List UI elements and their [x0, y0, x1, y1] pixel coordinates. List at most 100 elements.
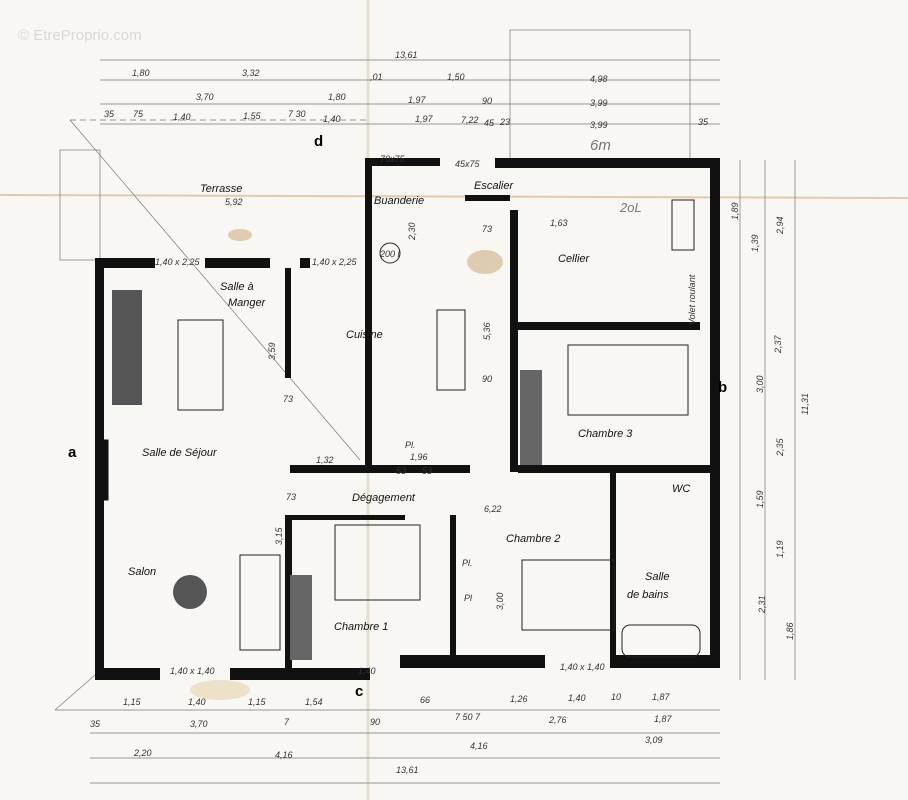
plan-label: 7,22	[461, 115, 479, 125]
dining-table	[177, 319, 224, 411]
sideboard	[112, 290, 142, 405]
plan-label: 45x75	[455, 159, 481, 169]
plan-label: 2,35	[775, 437, 785, 457]
plan-label: 1,40	[188, 697, 206, 707]
plan-label: 5,92	[225, 197, 243, 207]
plan-label: 70x75	[380, 154, 406, 164]
plan-label: 4,98	[590, 74, 608, 84]
plan-label: 2,94	[775, 216, 785, 235]
plan-label: 4,16	[470, 741, 488, 751]
plan-label: 1,87	[654, 714, 673, 724]
room-buanderie: Buanderie	[374, 195, 424, 207]
section-markers: a b c d	[68, 133, 727, 700]
plan-label: 1,40 x 2,25	[155, 257, 201, 267]
marker-b: b	[718, 379, 727, 396]
plan-label: 3,59	[267, 342, 277, 360]
room-cuisine: Cuisine	[346, 329, 383, 341]
marker-c: c	[355, 683, 363, 700]
plan-label: 1,15	[248, 697, 267, 707]
plan-label: 3,15	[274, 526, 284, 545]
room-de-bains: de bains	[627, 589, 669, 601]
plan-label: 75	[133, 109, 144, 119]
plan-label: 7 50 7	[455, 712, 481, 722]
plan-label: Volet roulant	[687, 274, 697, 325]
room-chambre-3: Chambre 3	[578, 428, 633, 440]
plan-label: 3,70	[196, 92, 214, 102]
room-degagement: Dégagement	[352, 492, 416, 504]
plan-label: 1,80	[328, 92, 346, 102]
plan-label: 5,36	[482, 322, 492, 340]
plan-label: 1,97	[408, 95, 427, 105]
plan-label: 35	[104, 109, 115, 119]
plan-label: 35	[698, 117, 709, 127]
plan-label: 13,61	[396, 765, 419, 775]
plan-label: 1,40	[568, 693, 586, 703]
plan-label: 1,96	[410, 452, 428, 462]
annotations: 200 l Pl. Pl. Pl Volet roulant 2oL 6m 5,…	[225, 137, 697, 603]
plan-label: 3,99	[590, 120, 608, 130]
dimension-lines	[54, 29, 796, 784]
plan-label: 1,89	[730, 202, 740, 220]
plan-label: 6,22	[484, 504, 502, 514]
plan-label: 1,15	[123, 697, 142, 707]
plan-label: 1,39	[750, 234, 760, 252]
plan-label: 1,40 x 1,40	[560, 662, 605, 672]
plan-label: 11,31	[800, 393, 810, 415]
plan-label: 3,70	[190, 719, 208, 729]
marker-a: a	[68, 444, 77, 461]
plan-label: 1,97	[415, 114, 434, 124]
dimensions-top: 13,61 1,80 3,32 ,01 1,50 4,98 3,70 1,80 …	[104, 50, 709, 130]
plan-label: 90	[370, 717, 380, 727]
sink	[671, 199, 695, 251]
marker-d: d	[314, 133, 323, 150]
wardrobe	[290, 575, 312, 660]
plan-label: 1,87	[652, 692, 671, 702]
rug	[173, 575, 207, 609]
plan-label: 53	[396, 466, 406, 476]
room-salle-a: Salle à	[220, 281, 254, 293]
plan-label: 6m	[590, 137, 611, 154]
plan-label: 90	[482, 374, 492, 384]
plan-label: 23	[499, 117, 510, 127]
furniture	[112, 199, 701, 660]
bed	[521, 559, 615, 631]
plan-label: 1,40 x 2,25	[312, 257, 358, 267]
plan-label: Pl	[464, 593, 473, 603]
room-escalier: Escalier	[474, 180, 514, 192]
room-wc: WC	[672, 483, 690, 495]
plan-label: ,01	[370, 72, 383, 82]
room-labels: Terrasse Buanderie Escalier Cellier Sall…	[128, 180, 690, 633]
plan-label: 73	[283, 394, 293, 404]
bed	[334, 524, 421, 601]
plan-label: 200 l	[379, 249, 401, 259]
plan-label: 3,99	[590, 98, 608, 108]
room-salle: Salle	[645, 571, 669, 583]
water-heater	[379, 242, 401, 264]
plan-label: 1,32	[316, 455, 334, 465]
plan-label: 3,00	[495, 592, 505, 610]
plan-label: 1,40	[173, 112, 191, 122]
plan-label: 7 30	[288, 109, 306, 119]
plan-label: 3,00	[755, 375, 765, 393]
plan-label: 1,26	[510, 694, 528, 704]
opening-labels: 1,40 x 2,25 1,40 x 2,25 1,40 x 1,40 1,40…	[155, 154, 605, 676]
plan-label: Pl.	[405, 440, 416, 450]
plan-label: 2,37	[773, 334, 783, 354]
plan-label: 1,40 x 1,40	[170, 666, 215, 676]
kitchen-counter	[436, 309, 466, 391]
plan-label: 3,32	[242, 68, 260, 78]
watermark: © EtreProprio.com	[18, 27, 142, 44]
plan-label: 1,54	[305, 697, 323, 707]
plan-label: 45	[484, 118, 495, 128]
plan-label: 1,19	[775, 540, 785, 558]
plan-label: 1,80	[132, 68, 150, 78]
dimensions-bottom: 1,15 1,40 1,15 1,54 66 1,26 1,40 10 1,87…	[90, 692, 673, 775]
room-terrasse: Terrasse	[200, 183, 242, 195]
plan-label: 1,50	[447, 72, 465, 82]
bed	[567, 344, 689, 416]
plan-label: 13,61	[395, 50, 418, 60]
dimensions-right: 1,89 1,39 2,94 2,37 3,00 11,31 2,35 1,59…	[730, 202, 810, 640]
room-salon: Salon	[128, 566, 156, 578]
plan-label: 1,86	[785, 622, 795, 640]
